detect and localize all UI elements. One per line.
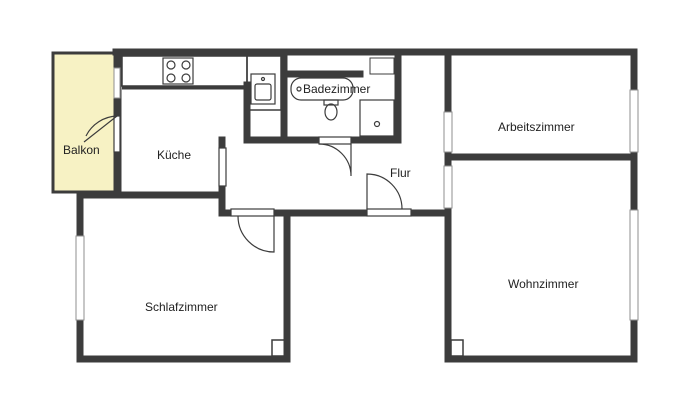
kitchen-counter-side [246, 55, 282, 111]
stove-icon [162, 57, 194, 85]
walls [76, 48, 638, 363]
shower-icon [359, 99, 395, 137]
room-label-wohnzimmer: Wohnzimmer [508, 277, 578, 291]
toilet-icon [323, 99, 339, 121]
door-swing-icon [83, 115, 412, 253]
room-label-schlafzimmer: Schlafzimmer [145, 300, 218, 314]
window-icon [75, 67, 639, 321]
balcony-area [51, 51, 117, 194]
room-label-kueche: Küche [157, 148, 191, 162]
bathtub-icon [290, 77, 354, 101]
room-label-flur: Flur [390, 166, 411, 180]
room-label-badezimmer: Badezimmer [303, 82, 370, 96]
room-label-balkon: Balkon [63, 143, 100, 157]
sink-icon [250, 73, 276, 105]
room-label-arbeitszimmer: Arbeitszimmer [498, 120, 575, 134]
